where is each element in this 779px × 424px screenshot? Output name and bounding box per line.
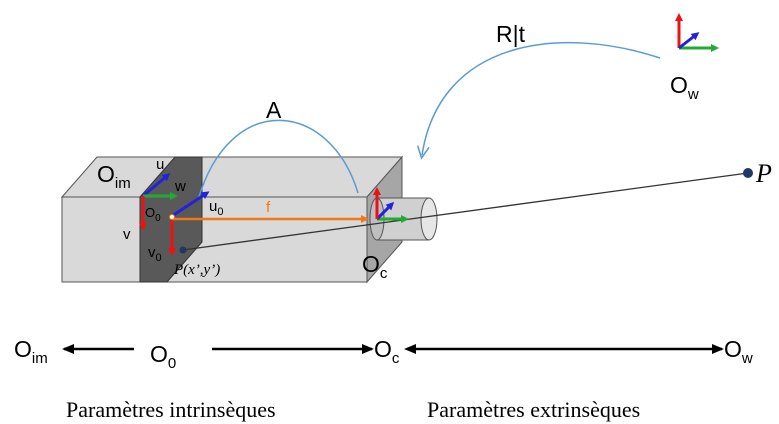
world-frame: Ow bbox=[670, 13, 719, 103]
projection-ray bbox=[182, 172, 749, 251]
chain-o-0: O0 bbox=[150, 341, 176, 372]
image-point-label: P(x’,y’) bbox=[173, 262, 220, 278]
focal-length-label: f bbox=[266, 199, 271, 216]
rt-transform-arc bbox=[422, 41, 661, 155]
u-label: u bbox=[156, 156, 164, 173]
rt-label: R|t bbox=[496, 21, 526, 47]
camera-frame: Oc bbox=[362, 187, 409, 282]
chain-o-im: Oim bbox=[14, 336, 48, 367]
camera-origin-label: Oc bbox=[362, 251, 388, 282]
image-origin-label: Oim bbox=[97, 161, 131, 192]
intrinsic-arc bbox=[197, 119, 359, 201]
frame-chain: Oim O0 Oc Ow bbox=[14, 336, 753, 372]
v-label: v bbox=[123, 226, 131, 243]
principal-origin-label: O0 bbox=[145, 205, 161, 224]
intrinsic-label: A bbox=[266, 97, 282, 123]
extrinsic-caption: Paramètres extrinsèques bbox=[427, 397, 640, 422]
u0-label: u0 bbox=[209, 198, 223, 218]
image-u-axis bbox=[142, 173, 171, 198]
image-frame: Oim u w v bbox=[97, 156, 186, 243]
chain-o-w: Ow bbox=[724, 336, 753, 367]
intrinsic-caption: Paramètres intrinsèques bbox=[66, 397, 276, 422]
v0-label: v0 bbox=[148, 244, 162, 264]
chain-o-c: Oc bbox=[374, 336, 400, 367]
world-y-axis bbox=[678, 32, 700, 50]
camera-y-axis bbox=[375, 201, 395, 221]
principal-point-frame: O0 u0 v0 f bbox=[145, 191, 369, 264]
w-label: w bbox=[174, 178, 186, 195]
principal-point bbox=[169, 214, 175, 220]
world-point-label: P bbox=[755, 159, 772, 188]
world-origin-label: Ow bbox=[670, 72, 699, 103]
image-point bbox=[179, 246, 187, 254]
world-point bbox=[743, 168, 753, 178]
camera-lens-end bbox=[420, 197, 438, 241]
principal-u-axis bbox=[171, 191, 210, 218]
